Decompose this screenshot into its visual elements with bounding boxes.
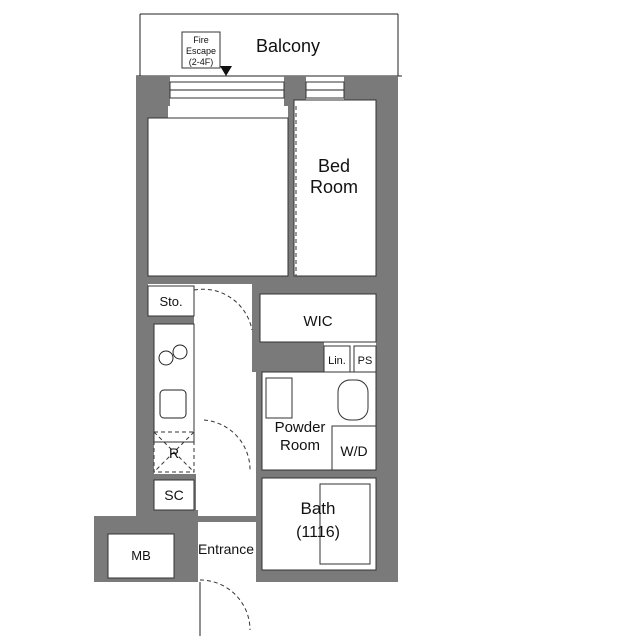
sc-label: SC	[164, 487, 183, 503]
balcony-label: Balcony	[256, 36, 320, 56]
mb-label: MB	[131, 548, 151, 563]
kitchen-counter	[153, 323, 195, 443]
toilet	[337, 379, 369, 421]
bed-room-label-1: Bed	[318, 156, 350, 176]
living-floor	[147, 117, 289, 277]
washer-space	[331, 425, 377, 471]
mb-closet	[107, 533, 175, 579]
entrance-label: Entrance	[198, 541, 254, 557]
fire-escape-label-3: (2-4F)	[189, 57, 214, 67]
sink	[159, 389, 187, 419]
windows	[169, 81, 345, 99]
stove-burner-2	[172, 344, 188, 360]
lin-label: Lin.	[328, 355, 346, 367]
fridge-label: R	[169, 445, 179, 461]
bath-label-2: (1116)	[296, 524, 340, 541]
ps-label: PS	[358, 355, 373, 367]
stove-burner-1	[158, 350, 174, 366]
storage-box	[147, 285, 195, 317]
powder-room-label-1: Powder	[275, 419, 326, 436]
fire-escape-label-2: Escape	[186, 46, 216, 56]
bathtub	[319, 483, 371, 565]
sto-label: Sto.	[159, 294, 182, 309]
fire-escape-label-1: Fire	[193, 35, 209, 45]
bedroom-floor	[293, 99, 377, 277]
shoe-closet	[153, 479, 195, 511]
door-swings	[193, 106, 297, 636]
fire-escape-marker	[181, 31, 232, 76]
bath-label-1: Bath	[301, 499, 336, 518]
vanity	[265, 377, 293, 419]
wic-label: WIC	[303, 313, 332, 330]
wic-floor	[259, 293, 377, 343]
powder-room-label-2: Room	[280, 437, 320, 454]
bed-room-label-2: Room	[310, 177, 358, 197]
arrow-down-icon	[220, 66, 232, 76]
wd-label: W/D	[340, 443, 367, 459]
fridge-space	[153, 431, 195, 473]
